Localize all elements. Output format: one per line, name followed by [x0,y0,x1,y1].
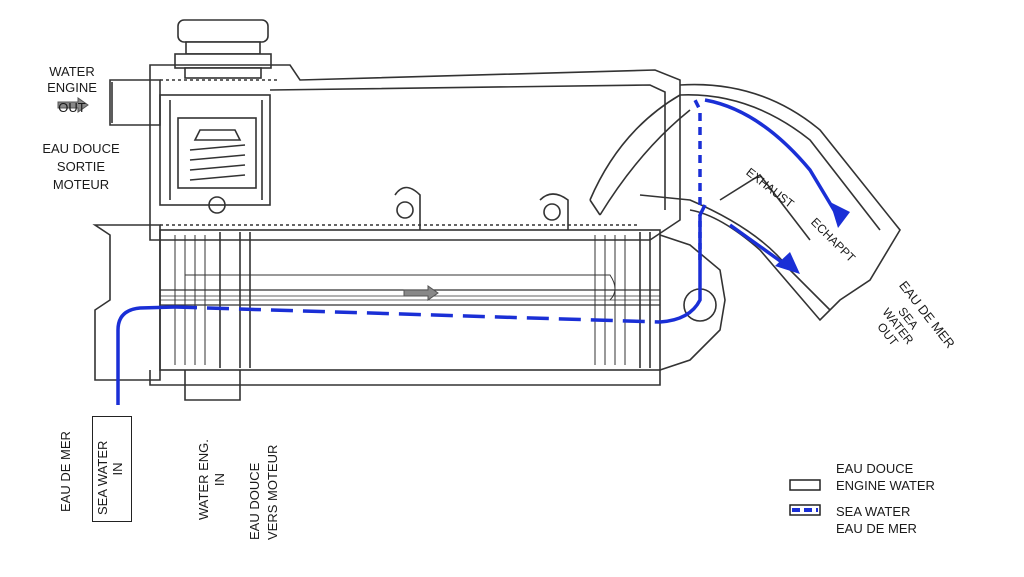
legend-sea-water: SEA WATER EAU DE MER [836,504,917,536]
label-eau-douce-vers: EAU DOUCE VERS MOTEUR [247,444,280,540]
sea-water-path [116,98,842,405]
legend-engine-water: EAU DOUCE ENGINE WATER [836,461,935,493]
header-tank [149,64,681,241]
thermostat [159,94,271,214]
end-cap-right [659,234,726,371]
exhaust-elbow [589,83,901,322]
tube-bundle [92,224,661,381]
label-eau-de-mer-left: EAU DE MER [58,431,73,512]
label-water-engine-out: WATER ENGINE OUT [47,64,97,115]
label-water-eng-in: WATER ENG. IN [196,439,227,520]
label-eau-douce-sortie: EAU DOUCE SORTIE MOTEUR [42,141,120,192]
label-sea-water-in: SEA WATER IN [92,416,132,522]
engine-water-in-pipe [184,370,241,401]
engine-water-out-pipe [109,79,161,126]
filler-cap [174,19,272,79]
